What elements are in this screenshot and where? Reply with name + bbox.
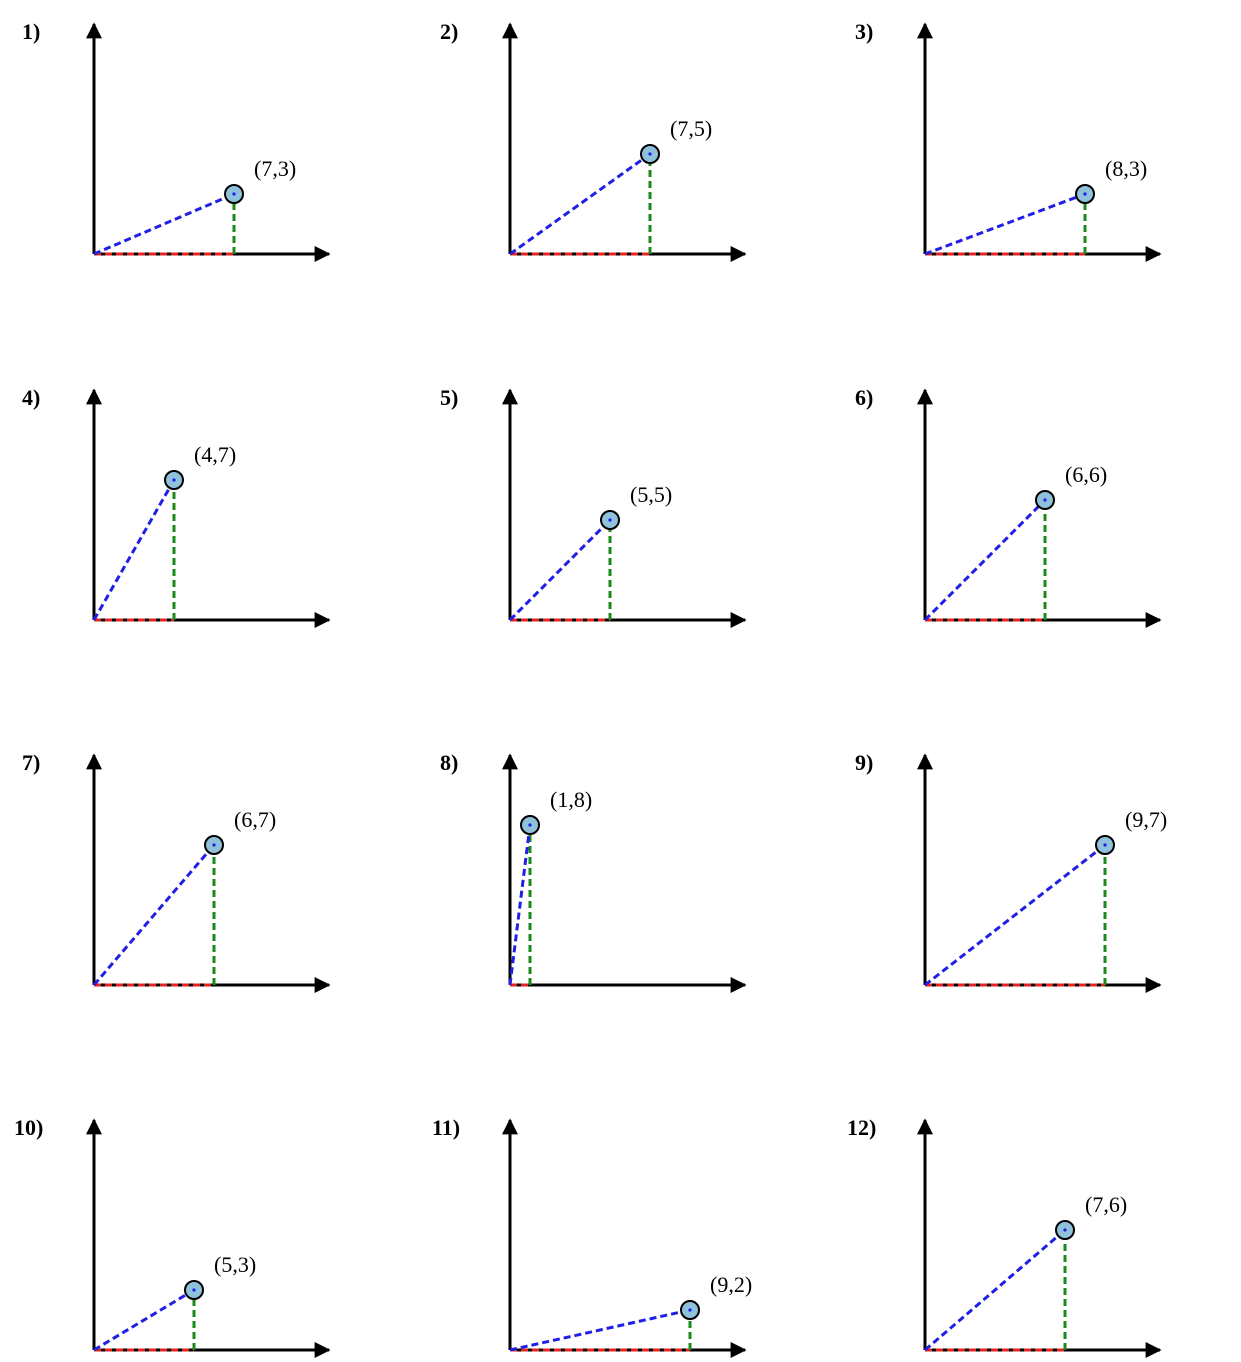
point-center: [1103, 843, 1107, 847]
problem-9: 9) (9,7): [855, 750, 1167, 993]
hypotenuse: [509, 152, 651, 256]
point-label: (9,2): [710, 1272, 752, 1297]
point-center: [528, 823, 532, 827]
point-center: [1043, 498, 1047, 502]
problem-11: 11) (9,2): [432, 1115, 752, 1358]
problem-2: 2) (7,5): [440, 19, 747, 262]
point-label: (8,3): [1105, 156, 1147, 181]
point-center: [688, 1308, 692, 1312]
point-label: (6,7): [234, 807, 276, 832]
point-center: [648, 152, 652, 156]
problem-number: 11): [432, 1115, 460, 1140]
hypotenuse: [924, 843, 1106, 987]
problem-number: 9): [855, 750, 873, 775]
problem-number: 3): [855, 19, 873, 44]
hypotenuse: [923, 498, 1047, 622]
point-label: (5,3): [214, 1252, 256, 1277]
problem-3: 3) (8,3): [855, 19, 1162, 262]
hypotenuse: [924, 1228, 1066, 1352]
problem-8: 8) (1,8): [440, 750, 747, 993]
hypotenuse: [92, 844, 216, 986]
problem-number: 10): [14, 1115, 43, 1140]
point-center: [172, 478, 176, 482]
hypotenuse: [92, 479, 176, 621]
point-label: (7,3): [254, 156, 296, 181]
problem-number: 2): [440, 19, 458, 44]
problem-number: 12): [847, 1115, 876, 1140]
problem-number: 1): [22, 19, 40, 44]
problem-number: 4): [22, 385, 40, 410]
point-center: [1063, 1228, 1067, 1232]
problem-number: 8): [440, 750, 458, 775]
hypotenuse: [508, 824, 532, 986]
hypotenuse: [508, 518, 612, 622]
hypotenuse: [509, 1308, 691, 1352]
problem-7: 7) (6,7): [22, 750, 331, 993]
point-label: (7,6): [1085, 1192, 1127, 1217]
point-center: [232, 192, 236, 196]
point-center: [608, 518, 612, 522]
point-center: [192, 1288, 196, 1292]
point-label: (4,7): [194, 442, 236, 467]
problem-1: 1) (7,3): [22, 19, 331, 262]
problem-4: 4) (4,7): [22, 385, 331, 628]
point-label: (1,8): [550, 787, 592, 812]
problem-number: 7): [22, 750, 40, 775]
problem-12: 12) (7,6): [847, 1115, 1162, 1358]
problem-5: 5) (5,5): [440, 385, 747, 628]
point-label: (7,5): [670, 116, 712, 141]
problem-6: 6) (6,6): [855, 385, 1162, 628]
point-center: [1083, 192, 1087, 196]
problem-10: 10) (5,3): [14, 1115, 331, 1358]
point-label: (5,5): [630, 482, 672, 507]
hypotenuse: [924, 192, 1086, 256]
hypotenuse: [93, 192, 235, 256]
problem-number: 6): [855, 385, 873, 410]
point-label: (6,6): [1065, 462, 1107, 487]
hypotenuse: [93, 1288, 195, 1352]
problem-number: 5): [440, 385, 458, 410]
point-center: [212, 843, 216, 847]
point-label: (9,7): [1125, 807, 1167, 832]
